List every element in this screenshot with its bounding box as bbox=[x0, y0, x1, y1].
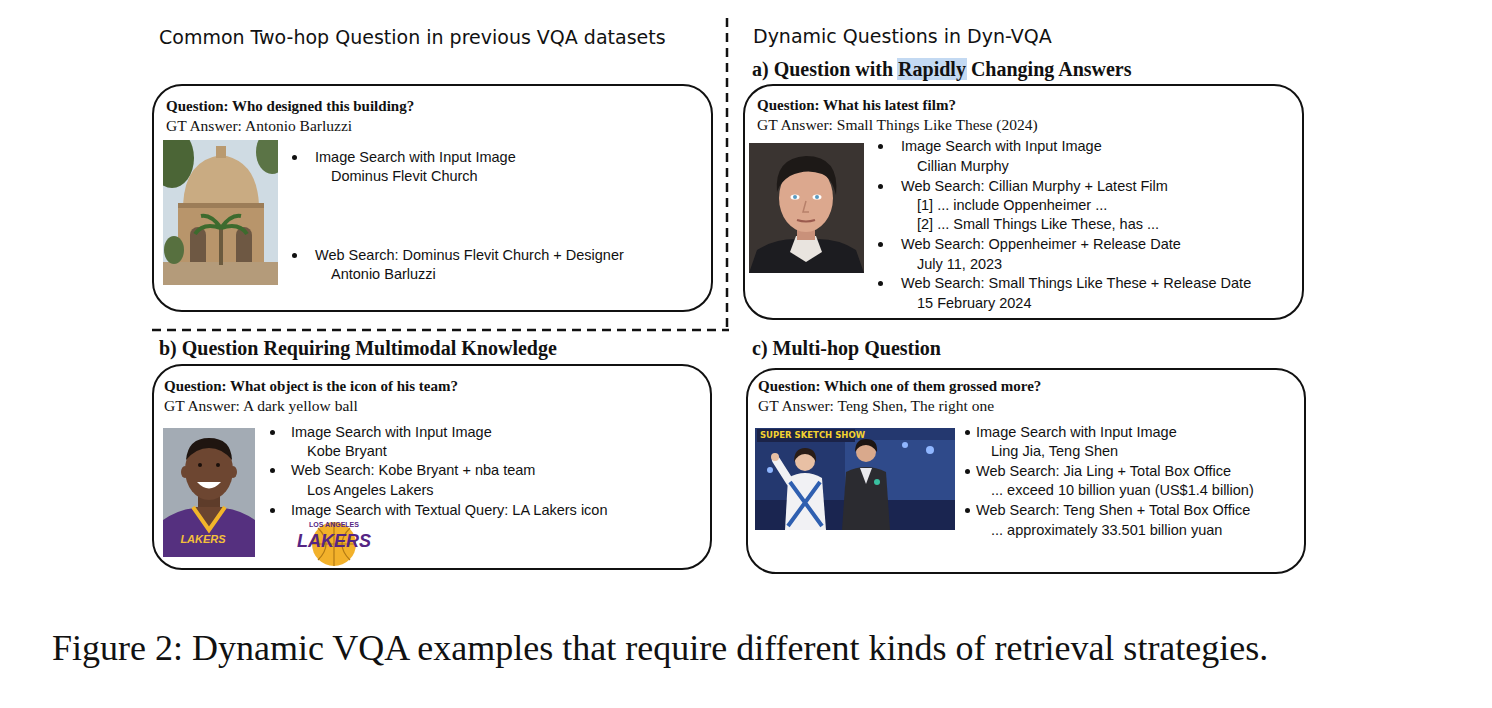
retrieval-result: Antonio Barluzzi bbox=[331, 265, 436, 283]
question-text: Question: What his latest film? bbox=[757, 96, 956, 114]
retrieval-step: Web Search: Dominus Flevit Church + Desi… bbox=[315, 246, 624, 264]
divider-line bbox=[152, 329, 729, 332]
bullet-dot bbox=[270, 468, 275, 473]
retrieval-result: ... approximately 33.501 billion yuan bbox=[991, 521, 1222, 539]
retrieval-result: Dominus Flevit Church bbox=[331, 167, 478, 185]
retrieval-result: Kobe Bryant bbox=[307, 442, 387, 460]
retrieval-step: Image Search with Textual Query: LA Lake… bbox=[291, 501, 607, 519]
answer-text: GT Answer: Antonio Barluzzi bbox=[166, 117, 352, 135]
retrieval-result: [2] ... Small Things Like These, has ... bbox=[917, 215, 1159, 233]
example-box: c) Multi-hop QuestionQuestion: Which one… bbox=[746, 368, 1306, 574]
show-logo-text: SUPER SKETCH SHOW bbox=[760, 430, 865, 440]
church-photo bbox=[163, 140, 278, 285]
bullet-dot bbox=[965, 469, 970, 474]
bullet-dot bbox=[965, 430, 970, 435]
example-box: b) Question Requiring Multimodal Knowled… bbox=[152, 364, 712, 570]
bullet-dot bbox=[878, 281, 883, 286]
example-box: Common Two-hop Question in previous VQA … bbox=[152, 84, 713, 312]
retrieval-step: Web Search: Oppenheimer + Release Date bbox=[901, 235, 1181, 253]
logo-text: LOS ANGELES bbox=[309, 521, 359, 528]
answer-text: GT Answer: A dark yellow ball bbox=[164, 397, 358, 415]
portrait-photo bbox=[749, 143, 864, 273]
figure-caption: Figure 2: Dynamic VQA examples that requ… bbox=[52, 626, 1268, 670]
question-text: Question: What object is the icon of his… bbox=[164, 377, 458, 395]
divider-line bbox=[726, 18, 729, 328]
question-text: Question: Who designed this building? bbox=[166, 97, 414, 115]
example-box: a) Question with Rapidly Changing Answer… bbox=[743, 84, 1304, 320]
retrieval-result: 15 February 2024 bbox=[917, 294, 1031, 312]
panel-heading: Common Two-hop Question in previous VQA … bbox=[159, 26, 666, 48]
retrieval-result: [1] ... include Oppenheimer ... bbox=[917, 196, 1107, 214]
bullet-dot bbox=[270, 430, 275, 435]
bullet-dot bbox=[878, 184, 883, 189]
logo-text: LAKERS bbox=[297, 531, 371, 552]
player-photo bbox=[163, 428, 255, 557]
section-heading: Dynamic Questions in Dyn-VQA bbox=[753, 26, 1052, 47]
retrieval-step: Image Search with Input Image bbox=[315, 148, 516, 166]
answer-text: GT Answer: Teng Shen, The right one bbox=[758, 397, 994, 415]
retrieval-step: Web Search: Small Things Like These + Re… bbox=[901, 274, 1251, 292]
bullet-dot bbox=[292, 253, 297, 258]
bullet-dot bbox=[878, 144, 883, 149]
retrieval-step: Image Search with Input Image bbox=[901, 137, 1102, 155]
retrieval-result: Cillian Murphy bbox=[917, 157, 1009, 175]
jersey-text: LAKERS bbox=[180, 533, 225, 545]
panel-heading: a) Question with Rapidly Changing Answer… bbox=[752, 58, 1132, 80]
panel-heading: c) Multi-hop Question bbox=[752, 337, 941, 359]
retrieval-step: Web Search: Teng Shen + Total Box Office bbox=[976, 501, 1250, 519]
retrieval-step: Web Search: Cillian Murphy + Latest Film bbox=[901, 177, 1168, 195]
panel-heading: b) Question Requiring Multimodal Knowled… bbox=[159, 337, 557, 359]
answer-text: GT Answer: Small Things Like These (2024… bbox=[757, 116, 1038, 134]
retrieval-step: Web Search: Jia Ling + Total Box Office bbox=[976, 462, 1231, 480]
retrieval-step: Web Search: Kobe Bryant + nba team bbox=[291, 461, 535, 479]
question-text: Question: Which one of them grossed more… bbox=[758, 377, 1041, 395]
bullet-dot bbox=[878, 242, 883, 247]
retrieval-result: Ling Jia, Teng Shen bbox=[991, 442, 1118, 460]
bullet-dot bbox=[292, 155, 297, 160]
bullet-dot bbox=[965, 508, 970, 513]
bullet-dot bbox=[270, 508, 275, 513]
retrieval-result: ... exceed 10 billion yuan (US$1.4 billi… bbox=[991, 481, 1254, 499]
retrieval-result: July 11, 2023 bbox=[917, 255, 1002, 273]
retrieval-result: Los Angeles Lakers bbox=[307, 481, 434, 499]
retrieval-step: Image Search with Input Image bbox=[291, 423, 492, 441]
retrieval-step: Image Search with Input Image bbox=[976, 423, 1177, 441]
show-photo bbox=[755, 428, 955, 530]
